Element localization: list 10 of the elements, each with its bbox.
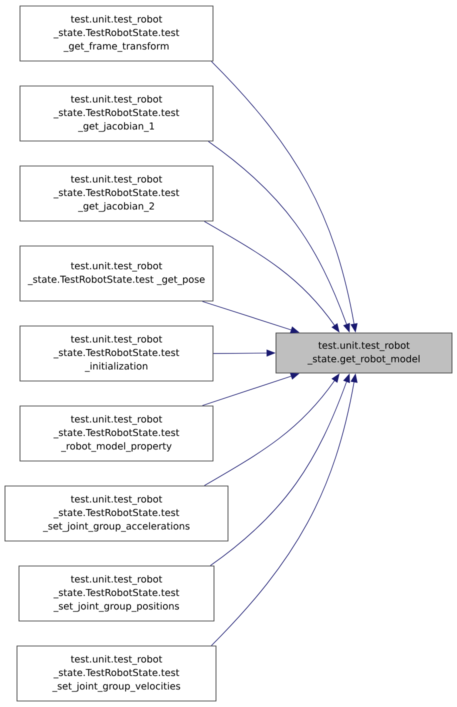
function-box: test.unit.test_robot _state.TestRobotState.test _get_jacobian_2 <box>20 166 214 222</box>
function-box: test.unit.test_robot _state.TestRobotState.test _set_joint_group_velocities <box>16 646 216 702</box>
function-box: test.unit.test_robot _state.TestRobotState.test _get_frame_transform <box>20 6 214 62</box>
function-box: test.unit.test_robot _state.TestRobotState.test _robot_model_property <box>20 406 214 462</box>
function-box: test.unit.test_robot _state.TestRobotState.test _get_jacobian_1 <box>20 86 214 142</box>
selected-function-box: test.unit.test_robot _state.get_robot_model <box>276 332 452 374</box>
function-box: test.unit.test_robot _state.TestRobotState.test _get_pose <box>20 246 214 302</box>
function-box: test.unit.test_robot _state.TestRobotState.test _initialization <box>20 326 214 382</box>
function-box: test.unit.test_robot _state.TestRobotState.test _set_joint_group_positions <box>18 566 214 622</box>
function-box: test.unit.test_robot _state.TestRobotState.test _set_joint_group_accelerations <box>4 486 228 542</box>
